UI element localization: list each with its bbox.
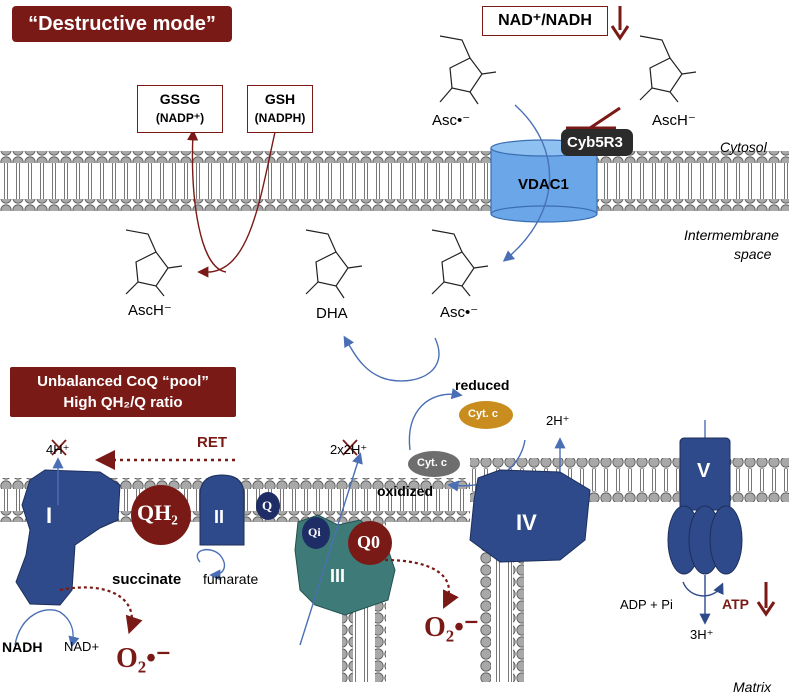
complex-v bbox=[667, 420, 743, 625]
qo-sphere bbox=[348, 521, 392, 565]
cytc-reduced-text: Cyt. c bbox=[468, 408, 498, 420]
proton-cross-complex-iii-b bbox=[342, 439, 358, 456]
asch-left-label: AscH⁻ bbox=[128, 302, 172, 319]
atp-label: ATP bbox=[722, 596, 749, 612]
protons-complex-iii: 2x2H⁺ bbox=[330, 442, 368, 457]
qi-sphere bbox=[302, 517, 330, 549]
asc-radical-top-structure bbox=[439, 35, 497, 105]
adp-label: ADP + Pi bbox=[620, 597, 673, 612]
destructive-mode-banner: “Destructive mode” bbox=[12, 6, 232, 42]
asch-top-structure bbox=[639, 35, 697, 103]
succinate-label: succinate bbox=[112, 571, 182, 588]
qh2-sphere bbox=[131, 485, 191, 545]
succinate-fumarate-arrow bbox=[196, 548, 226, 581]
asch-left-structure bbox=[125, 229, 183, 297]
nadh-nad-arrow bbox=[14, 609, 80, 648]
proton-cross-complex-i-b bbox=[51, 439, 67, 456]
nadh-label: NADH bbox=[2, 639, 43, 655]
q-label: Q bbox=[262, 498, 273, 513]
dha-return-arrow bbox=[343, 335, 440, 382]
qi-label: Qi bbox=[308, 525, 321, 539]
vdac1-label: VDAC1 bbox=[518, 176, 569, 193]
qo-label: Q0 bbox=[357, 532, 381, 552]
complex-iii-proton-line bbox=[299, 452, 363, 646]
cyb5r3-label: Cyb5R3 bbox=[567, 134, 623, 151]
coq-pool-line2: High QH₂/Q ratio bbox=[63, 394, 183, 411]
asc-transport-arrow bbox=[502, 104, 551, 262]
complex-iii-label: III bbox=[330, 566, 346, 586]
cytc-reduced-label: reduced bbox=[455, 377, 510, 393]
nad-decrease-arrow bbox=[610, 6, 630, 41]
cytosol-label: Cytosol bbox=[720, 139, 767, 155]
nad-label: NAD+ bbox=[64, 639, 100, 654]
cytc-oxidized-ellipse bbox=[408, 451, 460, 477]
dha-label: DHA bbox=[316, 305, 348, 322]
dha-structure bbox=[305, 229, 363, 299]
protons-complex-v: 3H⁺ bbox=[690, 627, 714, 642]
protons-complex-i: 4H⁺ bbox=[46, 442, 70, 457]
complex-i bbox=[15, 469, 121, 606]
superoxide-complex-i-label: O₂•⁻ bbox=[116, 643, 171, 674]
ret-label: RET bbox=[197, 434, 227, 451]
gsh-label: GSH bbox=[264, 91, 296, 107]
complex-ii bbox=[199, 474, 245, 546]
superoxide-complex-iii-label: O₂•⁻ bbox=[424, 612, 479, 643]
cytc-oxidized-label: oxidized bbox=[377, 483, 434, 499]
outer-membrane bbox=[0, 151, 789, 211]
matrix-label: Matrix bbox=[733, 679, 772, 695]
superoxide-arrow-complex-i bbox=[59, 586, 143, 635]
fumarate-label: fumarate bbox=[203, 571, 259, 587]
cyb5r3-inhibition bbox=[561, 106, 633, 156]
cytc-reduced-ellipse bbox=[459, 401, 513, 429]
complex-v-label: V bbox=[697, 460, 711, 482]
gsh-cofactor: (NADPH) bbox=[254, 111, 306, 125]
glutathione-cycle bbox=[187, 129, 276, 278]
atp-decrease-arrow bbox=[756, 582, 776, 617]
nad-ratio-box: NAD⁺/NADH bbox=[482, 6, 608, 36]
complex-iv-label: IV bbox=[516, 510, 537, 535]
protons-complex-iv: 2H⁺ bbox=[546, 413, 570, 428]
complex-iv bbox=[469, 469, 591, 563]
asc-radical-ims-label: Asc•⁻ bbox=[440, 304, 479, 321]
gssg-cofactor: (NADP⁺) bbox=[155, 111, 205, 125]
ims-label-line1: Intermembrane bbox=[684, 227, 779, 243]
superoxide-arrow-complex-iii bbox=[384, 558, 459, 609]
asc-radical-ims-structure bbox=[431, 229, 489, 297]
gssg-label: GSSG bbox=[159, 91, 201, 107]
cytc-oxidized-text: Cyt. c bbox=[417, 457, 447, 469]
ims-label-line2: space bbox=[734, 246, 772, 262]
qh2-label: QH₂ bbox=[137, 500, 178, 525]
asch-top-label: AscH⁻ bbox=[652, 112, 696, 129]
complex-i-label: I bbox=[46, 503, 53, 528]
coq-pool-box: Unbalanced CoQ “pool” High QH₂/Q ratio bbox=[10, 367, 236, 417]
q-sphere bbox=[256, 492, 280, 520]
gssg-box: GSSG (NADP⁺) bbox=[137, 85, 223, 133]
coq-pool-line1: Unbalanced CoQ “pool” bbox=[37, 373, 209, 390]
gsh-box: GSH (NADPH) bbox=[247, 85, 313, 133]
asc-radical-top-label: Asc•⁻ bbox=[432, 112, 471, 129]
complex-ii-label: II bbox=[214, 507, 225, 527]
